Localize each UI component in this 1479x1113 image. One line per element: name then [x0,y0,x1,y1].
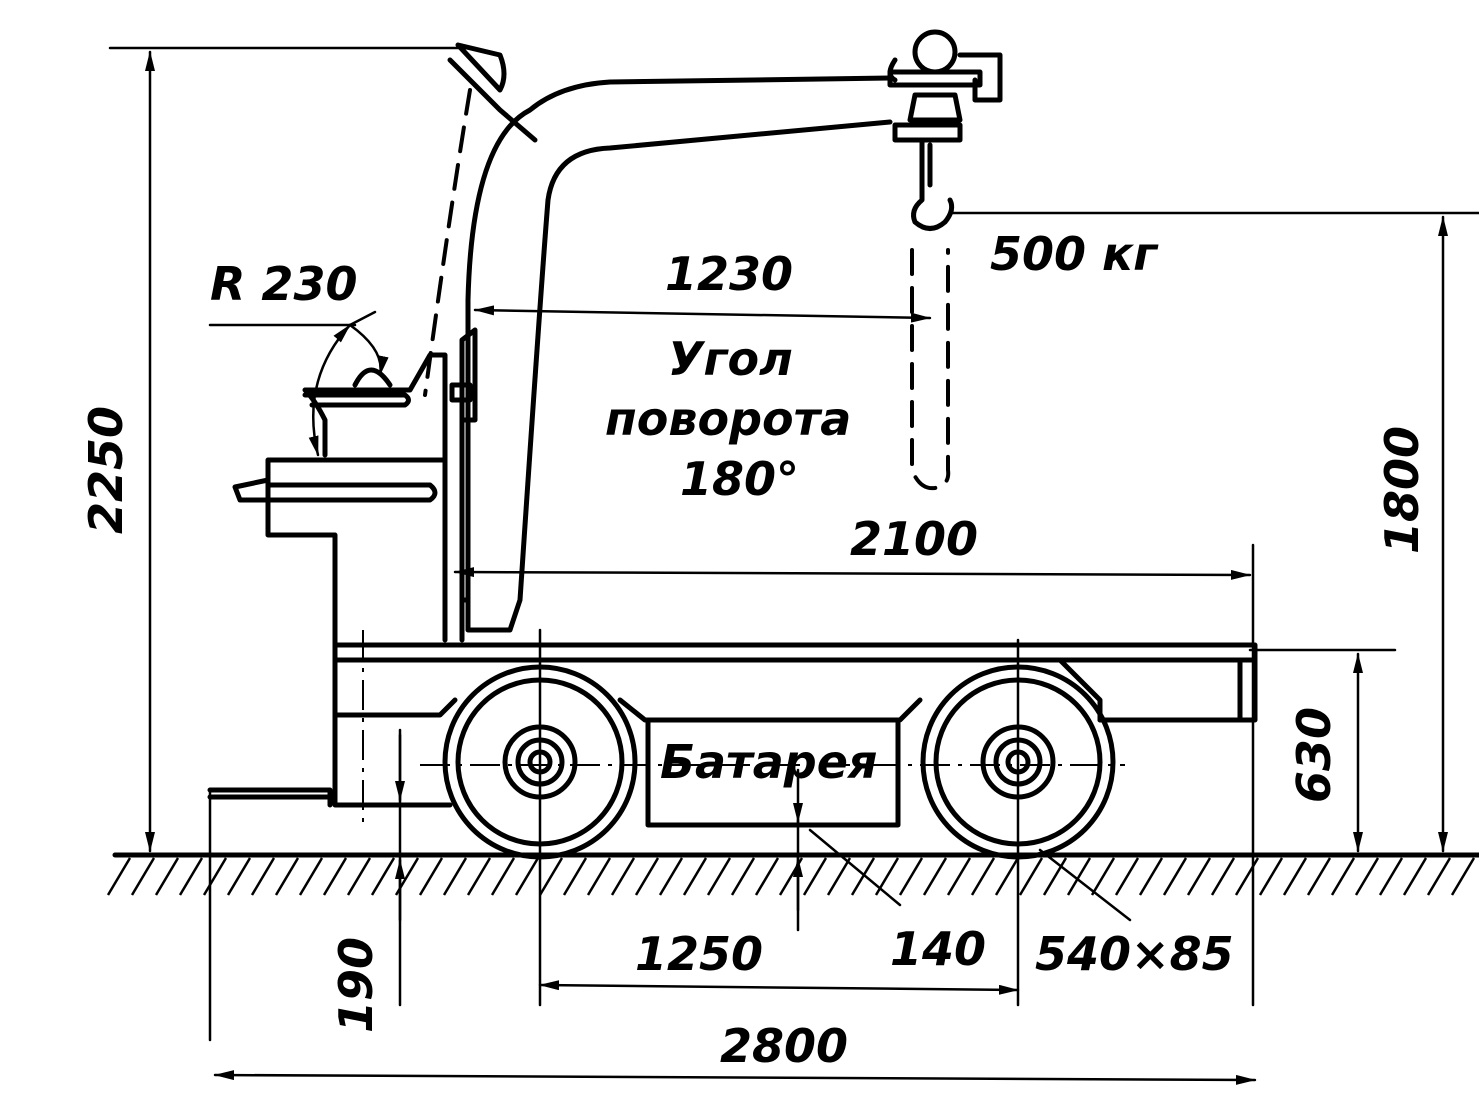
hatch-line [274,857,300,896]
hatch-line [1138,857,1164,896]
hatch-line [1282,857,1308,896]
hatch-line [946,857,972,896]
capacity-label: 500 кг [990,227,1159,281]
hatch-line [634,857,660,896]
hatch-line [1258,857,1284,896]
rotation-line-1: Угол [668,332,793,386]
hatch-line [1354,857,1380,896]
hatch-line [1210,857,1236,896]
hatch-line [1186,857,1212,896]
dimension-arrows [145,50,1448,1085]
ground-hatching [106,857,1476,896]
dim-height-total: 2250 [79,406,133,534]
hatch-line [874,857,900,896]
hatch-line [154,857,180,896]
rotation-line-3: 180° [680,452,799,506]
hatch-line [730,857,756,896]
wheel-front [920,664,1116,860]
dim-front-clearance: 190 [329,937,383,1033]
hatch-line [1402,857,1428,896]
hatch-line [1162,857,1188,896]
hatch-line [682,857,708,896]
hatch-line [226,857,252,896]
dim-platform-length: 2100 [850,512,978,566]
ground [106,852,1479,896]
cart-body [207,642,1258,828]
dim-hook-height: 1800 [1375,426,1429,554]
hatch-line [658,857,684,896]
hatch-line [1330,857,1356,896]
rotation-line-2: поворота [605,392,851,446]
hatch-line [586,857,612,896]
hatch-line [898,857,924,896]
hatch-line [490,857,516,896]
hatch-line [610,857,636,896]
hatch-line [130,857,156,896]
hatch-line [826,857,852,896]
crane-boom [423,42,893,643]
dim-radius: R 230 [210,257,357,311]
hatch-line [754,857,780,896]
hatch-line [370,857,396,896]
hatch-line [1018,857,1044,896]
hatch-line [298,857,324,896]
hatch-line [1114,857,1140,896]
hook-assembly [887,29,1003,491]
hatch-line [1306,857,1332,896]
hatch-line [178,857,204,896]
hatch-line [802,857,828,896]
hatch-line [1378,857,1404,896]
hatch-line [322,857,348,896]
hatch-line [1090,857,1116,896]
hatch-line [202,857,228,896]
extension-lines [108,46,1479,1042]
dim-boom-reach: 1230 [665,247,793,301]
hatch-line [922,857,948,896]
hatch-line [850,857,876,896]
hatch-line [562,857,588,896]
hatch-line [970,857,996,896]
hatch-line [418,857,444,896]
hatch-line [442,857,468,896]
labels: 2250 R 230 1230 500 кг Угол поворота 180… [79,227,1429,1073]
hatch-line [106,857,132,896]
hatch-line [1426,857,1452,896]
hatch-line [706,857,732,896]
control-stand [232,352,448,648]
battery-label: Батарея [660,735,877,789]
hatch-line [538,857,564,896]
hatch-line [1234,857,1260,896]
dim-platform-height: 630 [1287,707,1341,803]
hatch-line [1066,857,1092,896]
hatch-line [466,857,492,896]
hatch-line [994,857,1020,896]
hatch-line [514,857,540,896]
hatch-line [1450,857,1476,896]
wheel-rear [442,664,638,860]
hatch-line [346,857,372,896]
hatch-line [250,857,276,896]
dim-wheelbase: 1250 [635,927,763,981]
dim-overall-length: 2800 [720,1019,848,1073]
dim-ground-clearance: 140 [890,922,986,976]
hatch-line [1042,857,1068,896]
wheel-size: 540×85 [1035,927,1234,981]
